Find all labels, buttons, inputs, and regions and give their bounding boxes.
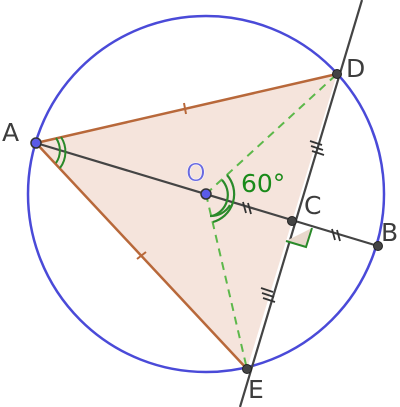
triple-tick-CE [260,287,276,303]
label-O: O [186,158,206,187]
dashed-segment-OE [205,193,248,370]
angle-label-DOE: 60° [241,169,285,198]
point-E [242,364,252,374]
angle-mark-O [209,174,236,224]
label-C: C [304,191,321,220]
dashed-segment-OD [205,73,338,195]
double-tick-OC [242,201,252,215]
line-DE [238,0,364,407]
point-D [332,69,342,79]
segment-AD [35,72,338,145]
label-B: B [381,218,398,247]
triple-tick-CD [309,140,325,156]
point-C [287,216,297,226]
circle [26,14,386,374]
triangle-ADE-fill [36,74,337,369]
label-A: A [2,118,19,147]
label-D: D [346,54,365,83]
right-angle-mark [285,227,313,249]
tick-AE [136,251,147,260]
label-E: E [248,375,264,404]
point-O [200,188,212,200]
tick-AD [183,102,187,115]
point-B [373,241,383,251]
double-tick-CB [331,228,341,242]
point-A [30,137,42,149]
angle-mark-A [55,136,67,169]
